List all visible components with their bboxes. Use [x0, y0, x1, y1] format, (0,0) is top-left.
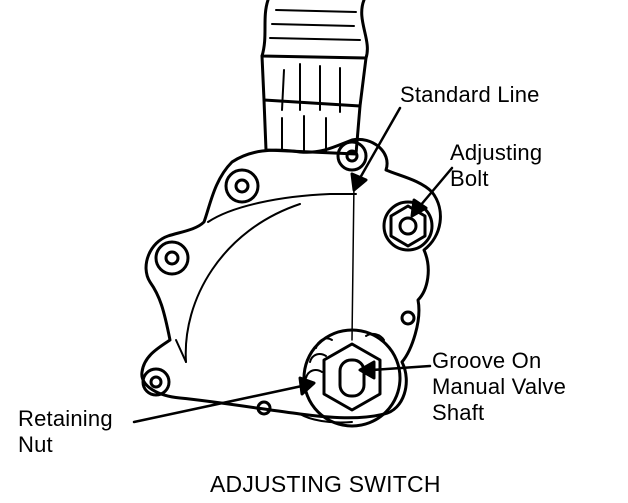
retaining-nut-text-line-1: Retaining [18, 406, 113, 431]
standard-line-text: Standard Line [400, 82, 540, 107]
retaining-nut-arrowhead [298, 376, 316, 396]
adjusting-bolt-text-line-2: Bolt [450, 166, 489, 191]
retaining-nut-label: Retaining Nut [18, 406, 113, 458]
adjusting-bolt [382, 200, 434, 252]
standard-line-arrowhead [350, 172, 368, 192]
standard-line [351, 181, 355, 341]
groove-label: Groove On Manual Valve Shaft [432, 348, 566, 426]
figure-caption: ADJUSTING SWITCH [210, 471, 441, 497]
adjusting-bolt-leader [418, 166, 454, 208]
adjusting-bolt-text-line-1: Adjusting [450, 140, 543, 165]
wire-harness [260, 0, 369, 156]
groove-text-line-3: Shaft [432, 400, 485, 425]
mounting-bosses [141, 140, 416, 416]
leader-lines [132, 106, 454, 424]
retaining-nut-text-line-2: Nut [18, 432, 53, 457]
manual-valve-shaft [302, 328, 402, 428]
groove-text-line-1: Groove On [432, 348, 542, 373]
adjusting-bolt-arrowhead [410, 198, 428, 218]
adjusting-bolt-label: Adjusting Bolt [450, 140, 542, 192]
groove-arrowhead [358, 360, 376, 380]
standard-line-label: Standard Line [400, 82, 540, 108]
retaining-nut-leader [132, 384, 304, 424]
switch-body [140, 137, 442, 424]
groove-leader [370, 364, 432, 372]
groove-text-line-2: Manual Valve [432, 374, 567, 399]
standard-line-leader [358, 106, 402, 180]
